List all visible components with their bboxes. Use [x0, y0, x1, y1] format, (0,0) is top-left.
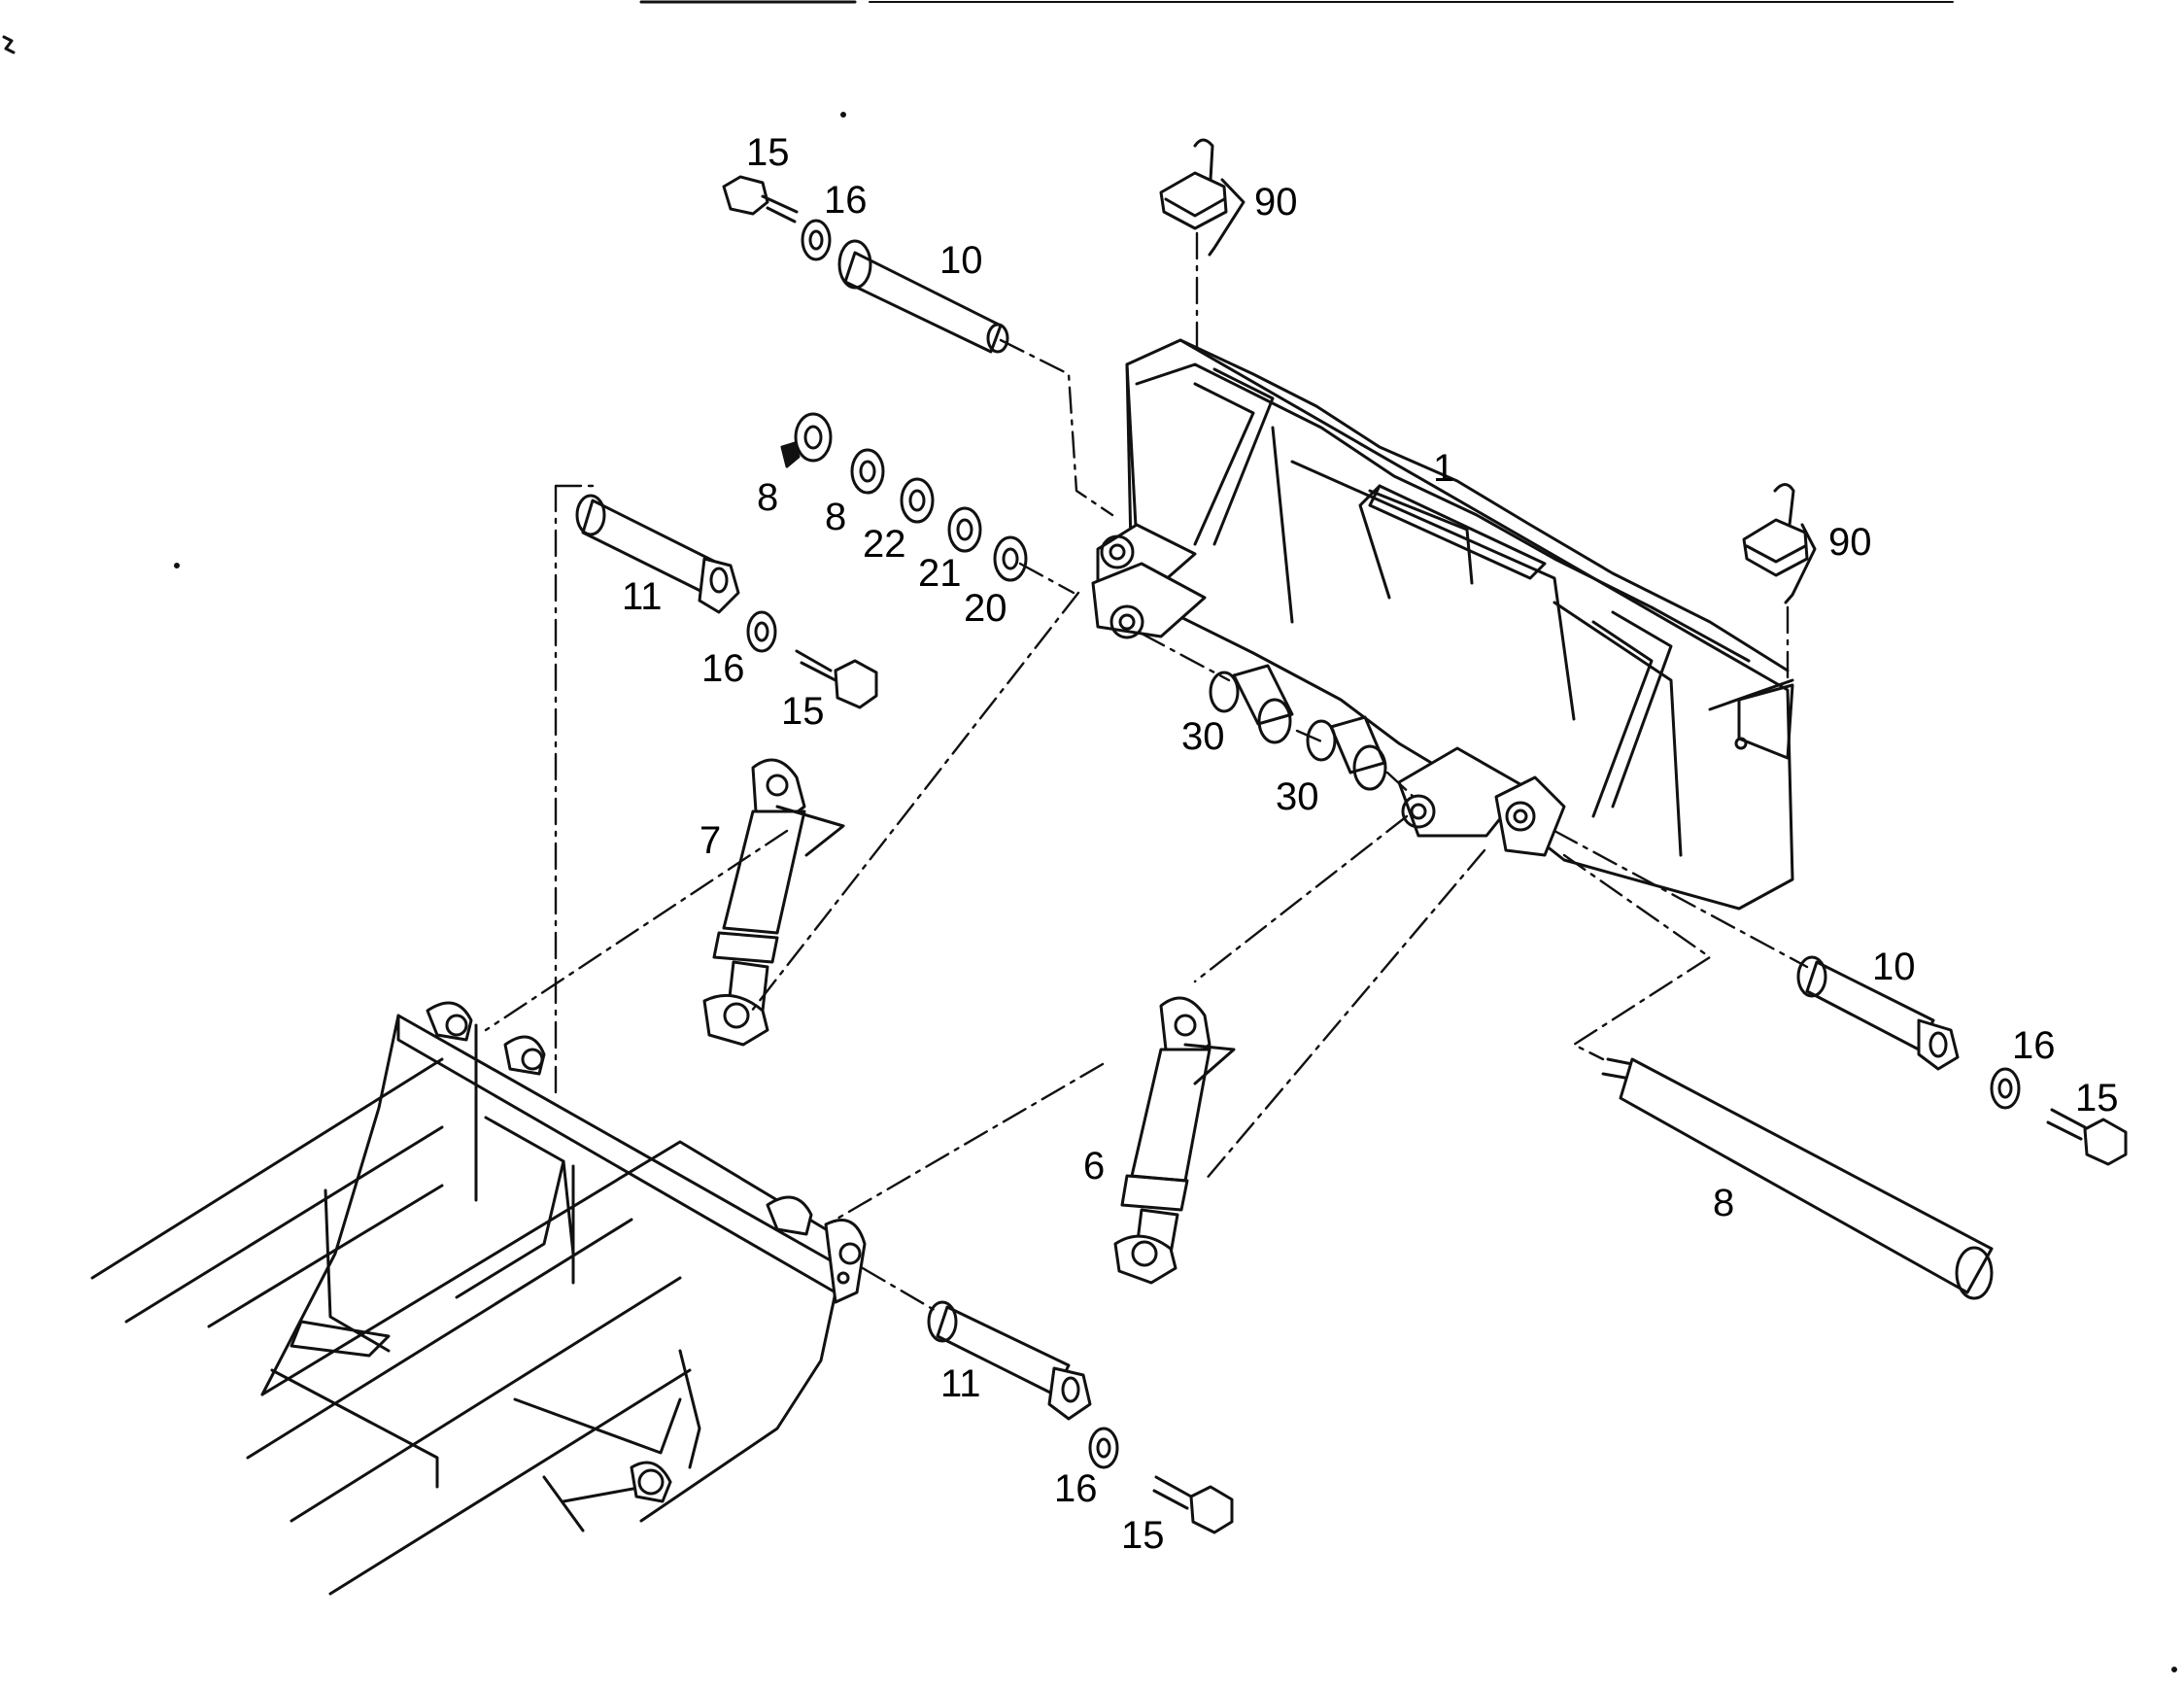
callout-7: 7	[700, 819, 722, 862]
callout-90-top: 90	[1254, 181, 1298, 224]
bolt-top	[722, 175, 799, 224]
bucket-frame	[1091, 338, 1794, 911]
spacer-washers	[850, 448, 1028, 582]
washer-top	[801, 219, 832, 261]
callout-21: 21	[918, 552, 962, 595]
callout-30-a: 30	[1181, 715, 1225, 758]
callout-6: 6	[1083, 1145, 1106, 1188]
callout-16-left: 16	[701, 647, 745, 690]
washer-right	[1990, 1067, 2021, 1110]
grease-fitting	[780, 412, 833, 468]
loader-boom	[90, 1001, 867, 1596]
bushing-b	[1306, 715, 1387, 791]
callout-8-long: 8	[1713, 1182, 1735, 1224]
callout-16-top: 16	[824, 179, 868, 222]
pin-right	[1796, 955, 1960, 1071]
callout-8-grease: 8	[757, 476, 779, 519]
callout-30-b: 30	[1276, 775, 1319, 818]
bolt-left	[795, 649, 878, 709]
pin-long	[1601, 1057, 1994, 1300]
callout-15-bottom: 15	[1121, 1514, 1165, 1557]
callout-20: 20	[964, 587, 1007, 630]
bolt-right	[2046, 1108, 2128, 1166]
washer-bottom	[1088, 1427, 1119, 1469]
callout-10-top: 10	[939, 239, 983, 282]
callout-16-bottom: 16	[1054, 1467, 1098, 1510]
cylinder-right	[1113, 996, 1236, 1285]
callout-22: 22	[863, 523, 906, 566]
pin-left	[575, 494, 740, 614]
cylinder-left	[702, 758, 845, 1047]
callout-8-small: 8	[825, 496, 847, 538]
washer-left	[746, 610, 777, 653]
lynch-pin-top	[1159, 138, 1246, 257]
lynch-pin-right	[1742, 483, 1817, 604]
callout-15-right: 15	[2075, 1077, 2119, 1119]
callout-15-left: 15	[781, 690, 825, 733]
callout-11-bottom: 11	[940, 1362, 981, 1405]
bolt-bottom	[1152, 1475, 1234, 1534]
scan-marks	[2, 35, 2177, 1672]
callout-1: 1	[1433, 447, 1455, 490]
callout-90-right: 90	[1828, 521, 1872, 564]
bushing-a	[1209, 664, 1294, 744]
callout-10-right: 10	[1872, 946, 1916, 988]
callout-15-top: 15	[746, 131, 790, 174]
callout-16-right: 16	[2012, 1024, 2056, 1067]
centerlines	[484, 231, 1809, 1314]
pin-top	[837, 239, 1009, 354]
pin-bottom	[927, 1300, 1092, 1421]
callout-11-left: 11	[622, 575, 663, 618]
